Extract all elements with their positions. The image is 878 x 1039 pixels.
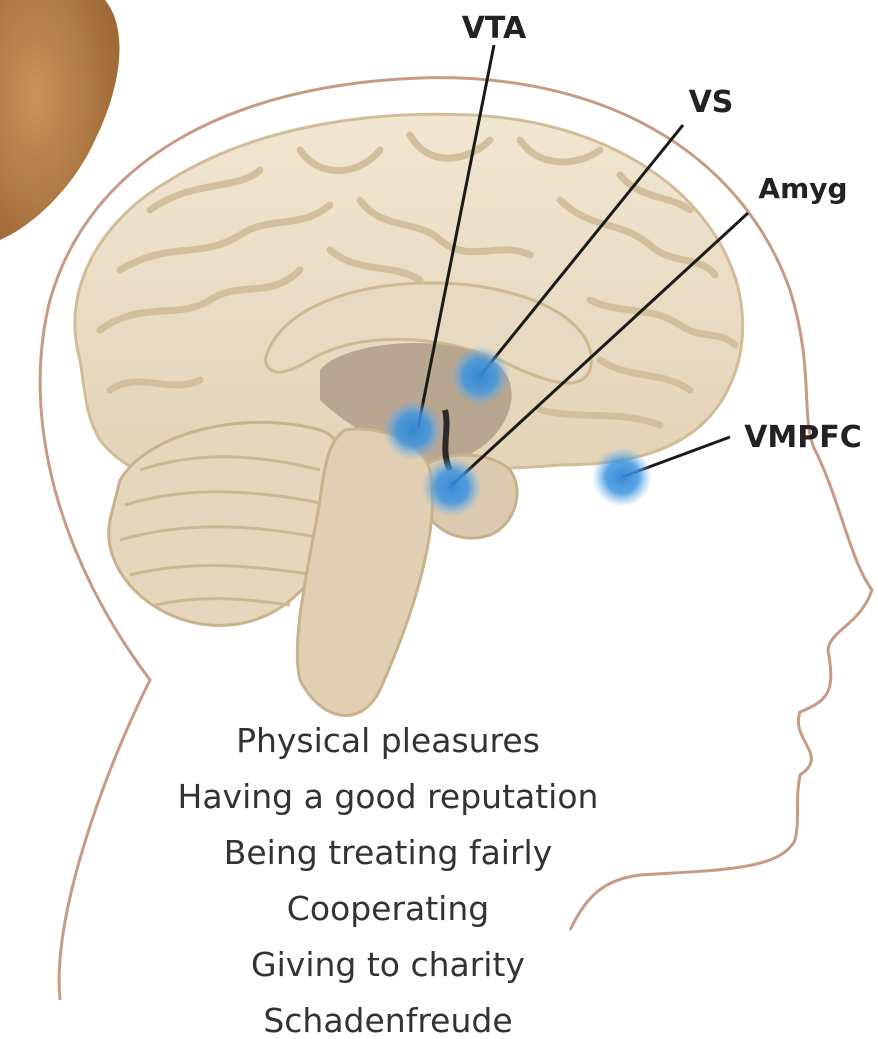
pleasure-item: Having a good reputation — [178, 777, 599, 816]
highlight-vs — [450, 346, 510, 406]
pleasure-item: Schadenfreude — [263, 1001, 512, 1039]
label-vmpfc: VMPFC — [744, 420, 862, 455]
pleasure-item: Physical pleasures — [236, 721, 540, 760]
highlight-vta — [383, 400, 443, 460]
label-vs: VS — [689, 85, 734, 120]
pleasure-item: Being treating fairly — [224, 833, 553, 872]
label-amyg: Amyg — [758, 172, 847, 205]
pleasure-item: Cooperating — [287, 889, 489, 928]
label-vta: VTA — [462, 11, 527, 46]
pleasures-list: Physical pleasures Having a good reputat… — [178, 721, 599, 1039]
pleasure-item: Giving to charity — [251, 945, 525, 984]
highlight-amyg — [422, 457, 482, 517]
highlight-vmpfc — [592, 447, 652, 507]
